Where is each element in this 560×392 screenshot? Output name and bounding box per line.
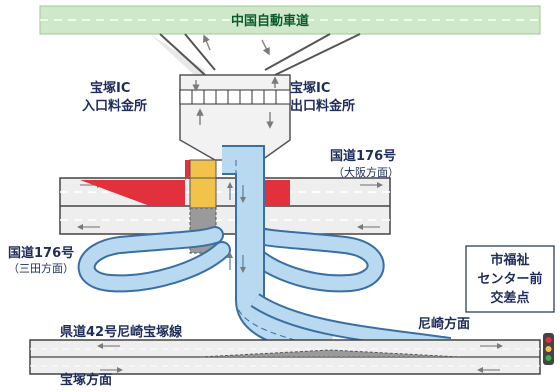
ic-entrance-label-1: 宝塚IC <box>90 80 130 96</box>
yellow-highlight-block <box>189 177 217 209</box>
traffic-signal-icon <box>543 333 554 365</box>
intersection-line3: 交差点 <box>490 290 529 306</box>
expressway-band: 中国自動車道 <box>39 5 541 35</box>
intersection-line1: 市福祉 <box>490 252 529 268</box>
prefroad42-road <box>29 339 541 375</box>
to-takarazuka-label: 宝塚方面 <box>60 372 112 387</box>
route176-sanda-label-1: 国道176号 <box>8 245 74 261</box>
yellow-highlight-block-top <box>189 159 217 179</box>
intersection-line2: センター前 <box>477 271 542 287</box>
expressway-label: 中国自動車道 <box>231 13 309 29</box>
ic-entrance-label-2: 入口料金所 <box>82 98 147 114</box>
prefroad42-label: 県道42号尼崎宝塚線 <box>60 324 183 340</box>
toll-booth-icon <box>179 89 291 105</box>
upper-ramps <box>150 33 361 85</box>
ic-exit-label-1: 宝塚IC <box>290 80 330 96</box>
loop-ramps <box>77 226 385 293</box>
route176-osaka-label-2: （大阪方面） <box>333 165 399 179</box>
to-amagasaki-label: 尼崎方面 <box>418 316 470 332</box>
intersection-label-box: 市福祉 センター前 交差点 <box>465 245 555 313</box>
route176-sanda-label-2: （三田方面） <box>8 261 74 275</box>
route176-osaka-label-1: 国道176号 <box>330 148 396 164</box>
ic-exit-label-2: 出口料金所 <box>290 98 355 114</box>
